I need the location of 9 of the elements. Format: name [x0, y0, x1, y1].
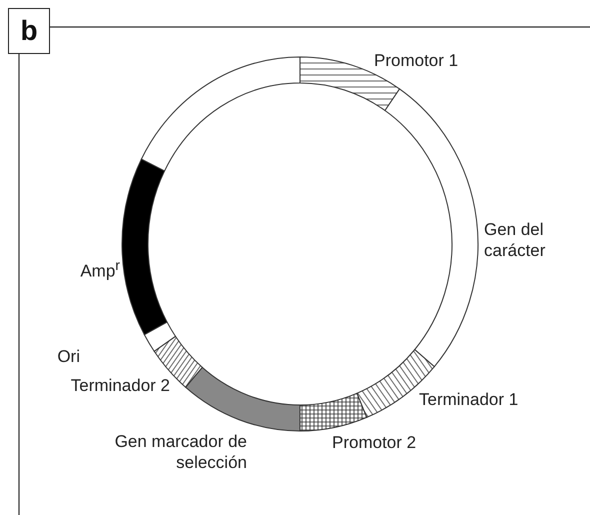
segment-label: Promotor 2	[332, 432, 418, 453]
segment-label: Promotor 1	[374, 50, 460, 71]
panel-letter: b	[8, 8, 50, 54]
segment-label: Amp$^{r}$	[79, 257, 120, 282]
segment-label: Ori	[56, 346, 80, 367]
segment-label: Terminador 2	[70, 375, 170, 396]
segment-label: Gen del carácter	[484, 219, 546, 261]
segment-label: Gen marcador de selección	[114, 431, 247, 473]
segment-label: Terminador 1	[419, 389, 520, 410]
